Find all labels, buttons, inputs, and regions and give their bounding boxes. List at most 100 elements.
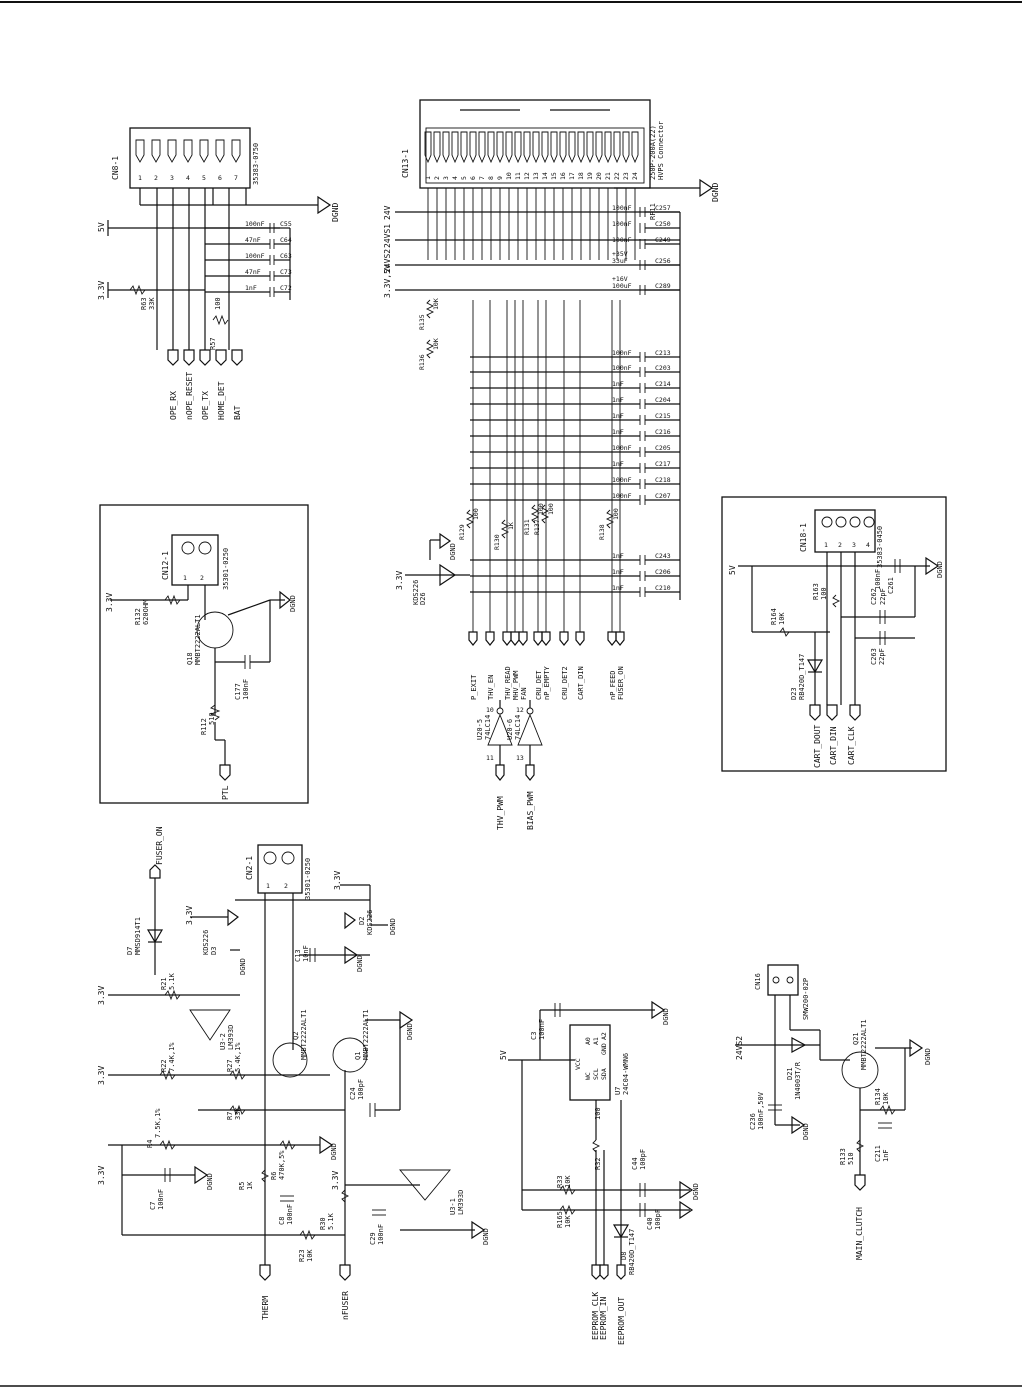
eeprom-rail: 5V bbox=[499, 1050, 508, 1060]
therm-label: THERM bbox=[261, 1296, 270, 1320]
cn13-cap-ref: C250 bbox=[655, 220, 671, 228]
cn13-signal-port bbox=[518, 631, 528, 646]
cn13-pin-shape bbox=[550, 131, 558, 164]
c261-val: 100nF bbox=[874, 569, 882, 590]
cn13-resistor bbox=[465, 509, 475, 529]
cn13-pin-number: 10 bbox=[505, 172, 513, 180]
c3-ref: C3 bbox=[530, 1032, 538, 1040]
r63-val: 33K bbox=[148, 297, 156, 310]
c8-ref: C8 bbox=[278, 1217, 286, 1225]
cn13-signal-port bbox=[533, 631, 543, 646]
cn13-pin-shape bbox=[496, 131, 504, 164]
cn13-pin-number: 23 bbox=[622, 172, 630, 180]
cn13-cap-value: 100nF bbox=[612, 492, 632, 500]
c44-val: 100pF bbox=[639, 1149, 647, 1170]
cn2-pin2: 2 bbox=[284, 882, 288, 890]
cn13-pin-number: 22 bbox=[613, 172, 621, 180]
cn13-res-ref: R135 bbox=[418, 314, 426, 330]
r63-ref: R63 bbox=[140, 297, 148, 310]
u7-chip bbox=[569, 1024, 611, 1101]
r30-val: 5.1K bbox=[327, 1212, 335, 1230]
cn13-rail-label: 24VS1 bbox=[383, 224, 392, 248]
d7-part: MMSD914T1 bbox=[134, 917, 142, 955]
u7-pin-gnd: GND bbox=[600, 1043, 608, 1055]
cn13-cap-value: 100nF bbox=[612, 444, 632, 452]
cn13-cap-value: 100nF bbox=[612, 476, 632, 484]
cn13-signal-port bbox=[510, 631, 520, 646]
r164-val: 10K bbox=[778, 612, 786, 625]
inverter-ref: U20-6 bbox=[506, 719, 514, 740]
r112-ref: R112 bbox=[200, 718, 208, 735]
inverter-ref: U20-5 bbox=[476, 719, 484, 740]
r134-ref: R134 bbox=[874, 1088, 882, 1105]
cn13-pin-shape bbox=[433, 131, 441, 164]
c262-val: 22pF bbox=[879, 588, 887, 605]
cn13-cap-ref: C204 bbox=[655, 396, 671, 404]
cn8-pin-number: 6 bbox=[218, 174, 222, 182]
clutch-gnd-1: DGND bbox=[924, 1048, 932, 1065]
clutch-block: CN16 SMW200-02P 24VS2 D21 1N4003T/R DGND… bbox=[735, 964, 932, 1260]
cn12-signal: PTL bbox=[221, 785, 230, 800]
u3-2-ref: U3-2 bbox=[219, 1033, 227, 1050]
u7-pin-a1: A1 bbox=[592, 1037, 600, 1045]
r5-val: 1K bbox=[246, 1181, 254, 1190]
cn13-cap-value: 1nF bbox=[612, 412, 624, 420]
d3-part: KDS226 bbox=[202, 930, 210, 955]
fuser-gnd-3: DGND bbox=[482, 1228, 490, 1245]
r134-val: 10K bbox=[882, 1092, 890, 1105]
cn13-pin-shape bbox=[604, 131, 612, 164]
cn13-res-val: 10K bbox=[432, 338, 440, 350]
cn13-signal-port bbox=[502, 631, 512, 646]
cn13-res-ref: R136 bbox=[418, 354, 426, 370]
inverter-input-port bbox=[495, 764, 505, 781]
cn13-pin-shape bbox=[442, 131, 450, 164]
cn13-signal-port bbox=[607, 631, 617, 646]
cn13-desc: HVPS Connector bbox=[657, 121, 665, 180]
cn13-pin-shape bbox=[568, 131, 576, 164]
cn13-resistor bbox=[530, 504, 540, 524]
r21-val: 5.1K bbox=[168, 972, 176, 990]
c263-ref: C263 bbox=[870, 648, 878, 665]
cn13-signal-label: CRU_DET2 bbox=[561, 666, 569, 700]
fuser-on-label: FUSER_ON bbox=[155, 826, 164, 865]
cn13-signal-label: CART_DIN bbox=[577, 666, 585, 700]
u3-1-part: LM393D bbox=[457, 1190, 465, 1215]
r7-ref: R7 bbox=[226, 1112, 234, 1120]
cn8-part: 35383-0750 bbox=[252, 143, 260, 185]
cn8-pin-number: 2 bbox=[154, 174, 158, 182]
cn13-pin-number: 21 bbox=[604, 172, 612, 180]
c262-ref: C262 bbox=[870, 588, 878, 605]
inverter-pin-in: 11 bbox=[486, 754, 494, 762]
cn13-pin-number: 7 bbox=[478, 176, 486, 180]
u7-pin-a0: A0 bbox=[584, 1037, 592, 1045]
d8-ref: D8 bbox=[620, 1252, 628, 1260]
cn13-cap-ref: C215 bbox=[655, 412, 671, 420]
c263-val: 22pF bbox=[878, 648, 886, 665]
cn13-pin-number: 20 bbox=[595, 172, 603, 180]
cn13-pin-shape bbox=[469, 131, 477, 164]
cn13-cap-ref: C218 bbox=[655, 476, 671, 484]
cn13-res-ref: R138 bbox=[598, 524, 606, 540]
cn8-5v: 5V bbox=[97, 222, 106, 232]
u7-ref: U7 bbox=[614, 1087, 622, 1095]
cn18-pin3: 3 bbox=[852, 541, 856, 549]
c44-ref: C44 bbox=[631, 1157, 639, 1170]
eeprom-in-label: EEPROM_IN bbox=[599, 1296, 608, 1340]
inverter-part: 74LC14 bbox=[514, 715, 522, 740]
cn13-signal-label: FAN bbox=[520, 687, 528, 700]
cn2-connector bbox=[257, 844, 303, 894]
inverter-pin-in: 13 bbox=[516, 754, 524, 762]
cn13-pin-shape bbox=[532, 131, 540, 164]
rail-33v-3: 3.3V bbox=[97, 1166, 106, 1185]
q1-part: MMBT2222ALT1 bbox=[362, 1009, 370, 1060]
c236-val: 100nF,50V bbox=[757, 1091, 765, 1130]
cn8-cap-value: 100nF bbox=[245, 220, 265, 228]
cn13-rail-label: 3.3V,5V bbox=[383, 264, 392, 298]
inverter-input-port bbox=[525, 764, 535, 781]
cn13-cap-ref: C243 bbox=[655, 552, 671, 560]
c211-val: 1nF bbox=[882, 1149, 890, 1162]
rail-33v-1: 3.3V bbox=[97, 986, 106, 1005]
c177-ref: C177 bbox=[234, 683, 242, 700]
cn13-signal-label: CRU_DET bbox=[535, 670, 543, 700]
